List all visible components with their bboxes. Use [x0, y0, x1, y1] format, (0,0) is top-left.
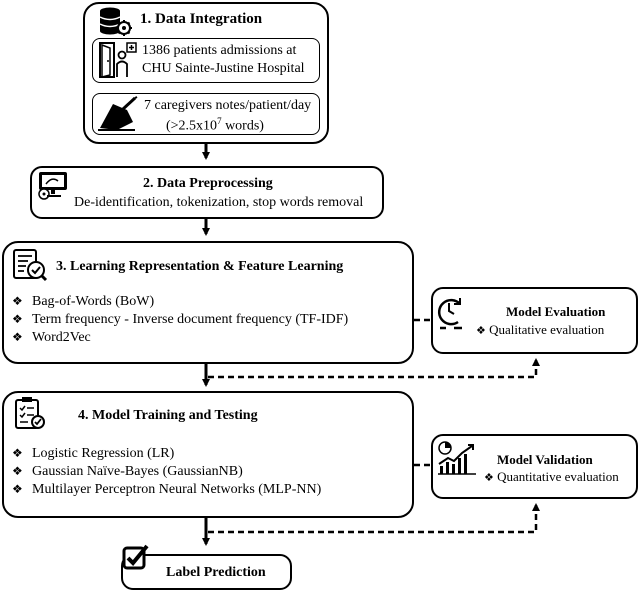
notes-line-2-prefix: (>2.5x10 — [166, 118, 218, 134]
data-preprocessing-title: 2. Data Preprocessing — [143, 176, 273, 191]
representation-item-bow: ❖ Bag-of-Words (BoW) — [12, 294, 154, 310]
training-item-gnb: ❖ Gaussian Naïve-Bayes (GaussianNB) — [12, 464, 243, 480]
hospital-door-patient-icon — [99, 42, 137, 78]
model-validation-item-label: Quantitative evaluation — [497, 469, 619, 484]
representation-item-tfidf: ❖ Term frequency - Inverse document frequ… — [12, 312, 348, 328]
model-evaluation-item: ❖ Qualitative evaluation — [476, 322, 604, 338]
model-validation-item: ❖ Quantitative evaluation — [484, 469, 619, 485]
checklist-clipboard-icon — [15, 397, 45, 429]
dashed-arrow-training-to-validation — [208, 503, 540, 534]
writing-hand-icon — [98, 96, 138, 131]
database-gear-icon — [99, 7, 132, 36]
label-prediction-title: Label Prediction — [166, 565, 266, 580]
training-item-mlp-label: Multilayer Perceptron Neural Networks (M… — [32, 482, 322, 497]
admissions-panel — [92, 38, 320, 83]
training-item-gnb-label: Gaussian Naïve-Bayes (GaussianNB) — [32, 464, 243, 479]
checkbox-check-icon — [122, 544, 149, 570]
training-box — [2, 391, 414, 518]
bullet-icon: ❖ — [12, 482, 23, 496]
notes-line-2-suffix: words) — [221, 118, 264, 134]
admissions-line-2: CHU Sainte-Justine Hospital — [142, 61, 305, 76]
training-item-lr-label: Logistic Regression (LR) — [32, 446, 175, 461]
growth-chart-icon — [438, 441, 476, 475]
bullet-icon: ❖ — [484, 472, 494, 484]
notes-line-2: (>2.5x107 words) — [166, 116, 264, 135]
representation-item-tfidf-label: Term frequency - Inverse document freque… — [32, 312, 349, 327]
representation-box — [2, 241, 414, 364]
document-check-icon — [13, 249, 48, 282]
notes-panel — [92, 93, 320, 135]
bullet-icon: ❖ — [476, 325, 486, 337]
notes-line-1: 7 caregivers notes/patient/day — [144, 98, 312, 113]
model-evaluation-box — [431, 287, 638, 354]
bullet-icon: ❖ — [12, 464, 23, 478]
bullet-icon: ❖ — [12, 330, 23, 344]
training-item-lr: ❖ Logistic Regression (LR) — [12, 446, 174, 462]
label-prediction-box — [121, 554, 292, 590]
bullet-icon: ❖ — [12, 312, 23, 326]
representation-item-word2vec-label: Word2Vec — [32, 330, 91, 345]
clock-cycle-icon — [437, 298, 462, 330]
data-preprocessing-description: De-identification, tokenization, stop wo… — [74, 195, 364, 210]
model-validation-title: Model Validation — [497, 452, 593, 467]
training-title: 4. Model Training and Testing — [78, 408, 258, 423]
training-item-mlp: ❖ Multilayer Perceptron Neural Networks (… — [12, 482, 321, 498]
computer-monitor-icon — [38, 172, 67, 200]
representation-item-bow-label: Bag-of-Words (BoW) — [32, 294, 155, 309]
data-integration-title: 1. Data Integration — [140, 11, 263, 27]
bullet-icon: ❖ — [12, 446, 23, 460]
data-preprocessing-box — [30, 166, 384, 219]
notes-line-2-exponent: 7 — [217, 116, 222, 126]
representation-item-word2vec: ❖ Word2Vec — [12, 330, 91, 346]
admissions-line-1: 1386 patients admissions at — [142, 43, 297, 58]
model-evaluation-item-label: Qualitative evaluation — [489, 322, 605, 337]
model-evaluation-title: Model Evaluation — [506, 304, 606, 319]
representation-title: 3. Learning Representation & Feature Lea… — [56, 259, 344, 274]
bullet-icon: ❖ — [12, 294, 23, 308]
